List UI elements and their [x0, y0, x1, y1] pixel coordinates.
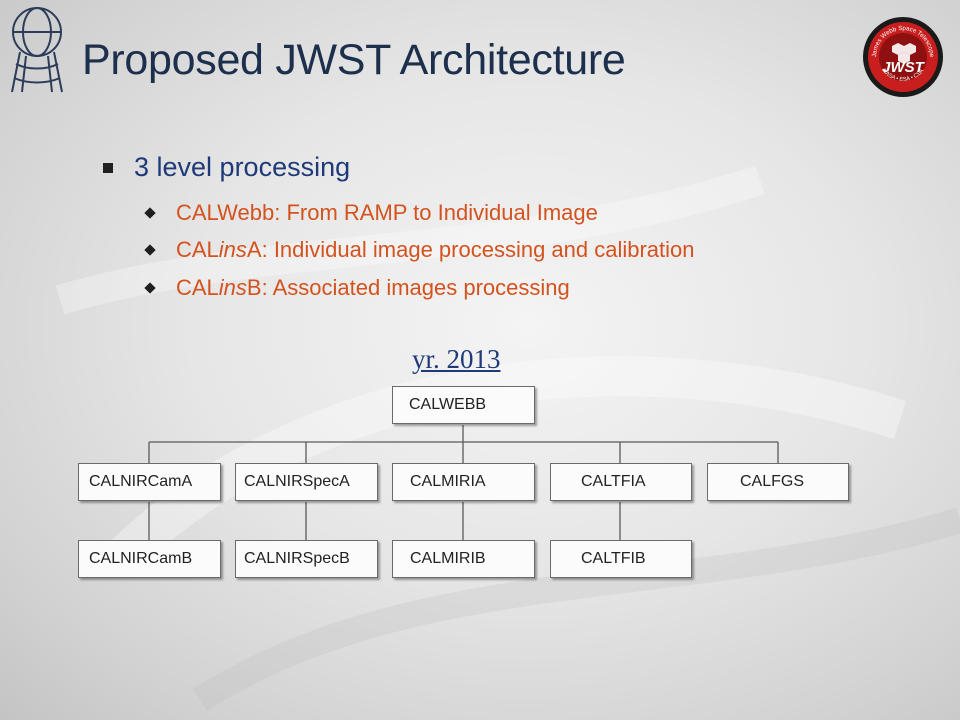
node-calmirib: CALMIRIB — [392, 540, 535, 578]
node-calnircamb: CALNIRCamB — [78, 540, 221, 578]
year-label: yr. 2013 — [412, 344, 501, 374]
slide-title: Proposed JWST Architecture — [82, 36, 626, 84]
node-calmiria: CALMIRIA — [392, 463, 535, 501]
node-calnirspecb: CALNIRSpecB — [235, 540, 378, 578]
node-caltfia: CALTFIA — [550, 463, 692, 501]
telescope-logo-icon — [11, 7, 63, 93]
node-calwebb: CALWEBB — [392, 386, 535, 424]
main-bullet-text: 3 level processing — [134, 152, 351, 182]
jwst-logo-wordmark: JWST — [882, 59, 926, 76]
node-calnircama: CALNIRCamA — [78, 463, 221, 501]
node-caltfib: CALTFIB — [550, 540, 692, 578]
jwst-mission-logo-icon: James Webb Space Telescope JWST NASA • E… — [863, 17, 943, 97]
sub-bullet-text: CALWebb: From RAMP to Individual Image — [176, 200, 598, 225]
square-bullet-icon — [103, 163, 113, 173]
node-calnirspeca: CALNIRSpecA — [235, 463, 378, 501]
node-calfgs: CALFGS — [707, 463, 849, 501]
sub-bullet-text: CALinsA: Individual image processing and… — [176, 237, 695, 262]
sub-bullet-text: CALinsB: Associated images processing — [176, 275, 570, 300]
